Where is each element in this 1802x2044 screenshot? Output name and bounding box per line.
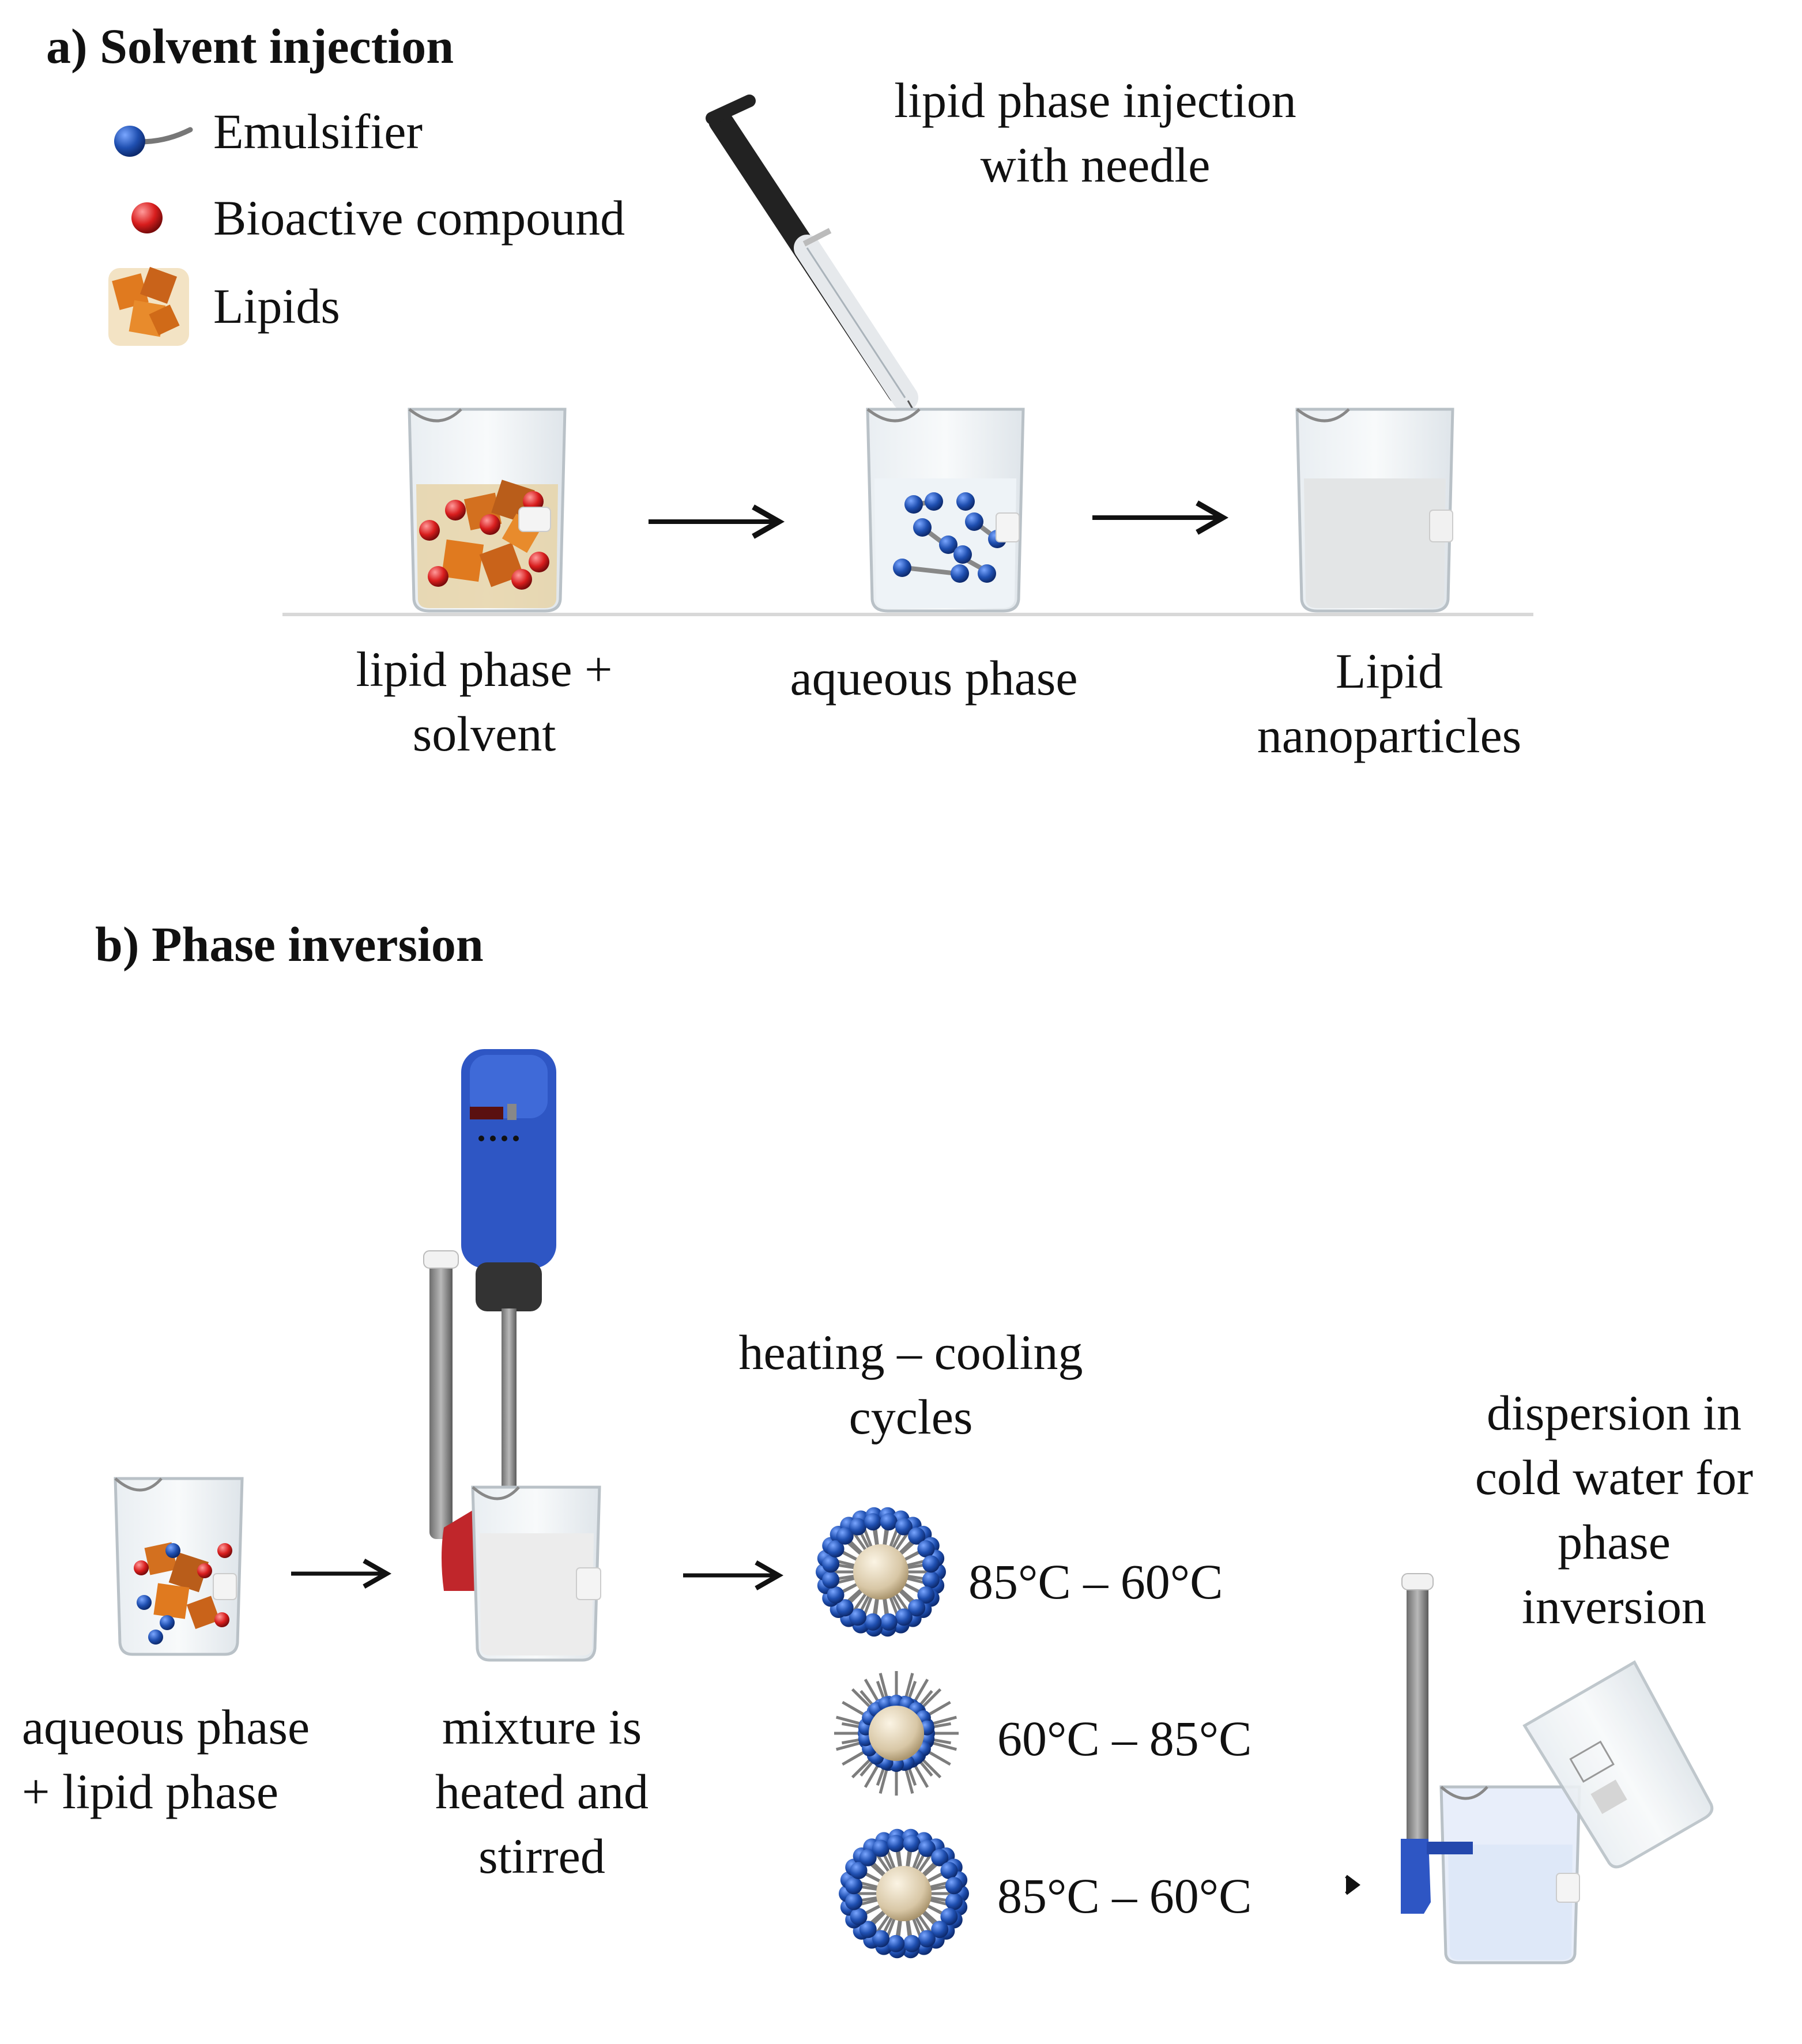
- legend-lipids-label: Lipids: [213, 278, 340, 334]
- step-b1-line-1: aqueous phase: [22, 1699, 310, 1755]
- emulsifier-head: [864, 1513, 882, 1531]
- final-caption-line-3: phase: [1558, 1514, 1671, 1570]
- micelle-heating-2: [839, 1828, 969, 1959]
- emulsifier-head: [880, 1513, 898, 1531]
- step-a2-label: aqueous phase: [761, 646, 1107, 710]
- emulsifier-head: [922, 1571, 940, 1589]
- syringe-caption-line-2: with needle: [980, 137, 1211, 193]
- bioactive-compound-icon: [131, 202, 163, 233]
- emulsifier-head: [918, 1839, 936, 1857]
- cold-water-setup: [1401, 1573, 1714, 1964]
- emulsifier-head: [940, 1907, 958, 1925]
- beaker-aqueous-lipid: [114, 1477, 244, 1656]
- emulsifier-head: [849, 1608, 867, 1626]
- section-b-title: b) Phase inversion: [95, 917, 484, 972]
- emulsifier-head: [822, 1555, 840, 1573]
- beaker-lipid-phase: [408, 408, 567, 613]
- step-b1-label: aqueous phase + lipid phase: [22, 1695, 310, 1824]
- beaker-aqueous-phase: [866, 408, 1025, 613]
- step-a1-label: lipid phase + solvent: [311, 637, 657, 766]
- step-b2-line-2: heated and: [435, 1764, 649, 1819]
- emulsifier-head: [895, 1518, 913, 1536]
- emulsifier-head: [849, 1518, 867, 1536]
- emulsifier-head: [922, 1555, 940, 1573]
- emulsifier-head: [827, 1586, 845, 1604]
- lipid-core: [869, 1706, 924, 1761]
- emulsifier-head: [917, 1586, 935, 1604]
- cycles-caption-line-2: cycles: [849, 1389, 973, 1445]
- step-a1-line-1: lipid phase +: [356, 642, 613, 697]
- emulsifier-icon: [114, 126, 193, 157]
- emulsifier-head: [859, 1849, 877, 1866]
- emulsifier-head: [918, 1930, 936, 1948]
- micelle-cooling: [834, 1671, 959, 1796]
- emulsifier-head: [917, 1540, 935, 1558]
- final-caption: dispersion in cold water for phase inver…: [1418, 1381, 1802, 1639]
- arrow-b3: [1345, 1875, 1360, 1895]
- emulsifier-head: [908, 1599, 926, 1617]
- beaker-lipid-nanoparticles: [1295, 408, 1454, 613]
- lipid-core: [853, 1544, 908, 1600]
- final-caption-line-2: cold water for: [1475, 1450, 1754, 1505]
- step-a3-line-2: nanoparticles: [1257, 708, 1522, 763]
- emulsifier-head: [859, 1921, 877, 1939]
- step-a3-label: Lipid nanoparticles: [1216, 639, 1562, 768]
- step-b2-line-1: mixture is: [442, 1699, 642, 1755]
- emulsifier-head: [940, 1862, 958, 1880]
- emulsifier-head: [836, 1527, 854, 1545]
- step-b2-line-3: stirred: [478, 1828, 605, 1884]
- step-a1-line-2: solvent: [412, 706, 556, 761]
- emulsifier-head: [872, 1930, 890, 1948]
- emulsifier-head: [908, 1527, 926, 1545]
- lipids-icon: [108, 266, 189, 346]
- step-a2-line-1: aqueous phase: [790, 650, 1078, 706]
- syringe-caption: lipid phase injection with needle: [807, 68, 1383, 197]
- step-b1-line-2: + lipid phase: [22, 1764, 278, 1819]
- emulsifier-head: [887, 1835, 905, 1853]
- emulsifier-head: [845, 1877, 863, 1895]
- emulsifier-head: [850, 1907, 868, 1925]
- final-caption-line-4: inversion: [1521, 1579, 1707, 1634]
- emulsifier-head: [895, 1608, 913, 1626]
- emulsifier-head: [931, 1849, 949, 1866]
- legend-emulsifier-label: Emulsifier: [213, 104, 423, 159]
- step-b2-label: mixture is heated and stirred: [369, 1695, 715, 1888]
- emulsifier-head: [880, 1613, 898, 1631]
- cycles-caption: heating – cooling cycles: [680, 1320, 1141, 1449]
- cycle-label-1: 85°C – 60°C: [968, 1554, 1223, 1609]
- final-caption-line-1: dispersion in: [1487, 1385, 1741, 1440]
- emulsifier-head: [845, 1892, 863, 1910]
- section-a-title: a) Solvent injection: [46, 18, 454, 74]
- emulsifier-head: [836, 1599, 854, 1617]
- syringe-caption-line-1: lipid phase injection: [894, 73, 1296, 128]
- emulsifier-head: [903, 1835, 921, 1853]
- emulsifier-head: [822, 1571, 840, 1589]
- emulsifier-head: [887, 1934, 905, 1952]
- legend-bioactive-label: Bioactive compound: [213, 190, 625, 246]
- emulsifier-head: [872, 1839, 890, 1857]
- homogenizer: [423, 1049, 601, 1662]
- step-a3-line-1: Lipid: [1335, 643, 1443, 699]
- emulsifier-head: [850, 1862, 868, 1880]
- emulsifier-head: [931, 1921, 949, 1939]
- syringe: [706, 95, 970, 508]
- emulsifier-head: [903, 1934, 921, 1952]
- emulsifier-head: [864, 1613, 882, 1631]
- lipid-core: [876, 1866, 932, 1921]
- cycle-label-2: 60°C – 85°C: [997, 1711, 1252, 1766]
- emulsifier-head: [827, 1540, 845, 1558]
- emulsifier-head: [945, 1892, 963, 1910]
- emulsifier-head: [945, 1877, 963, 1895]
- cycles-caption-line-1: heating – cooling: [738, 1325, 1083, 1380]
- micelle-heating-1: [816, 1507, 946, 1637]
- cycle-label-3: 85°C – 60°C: [997, 1868, 1252, 1924]
